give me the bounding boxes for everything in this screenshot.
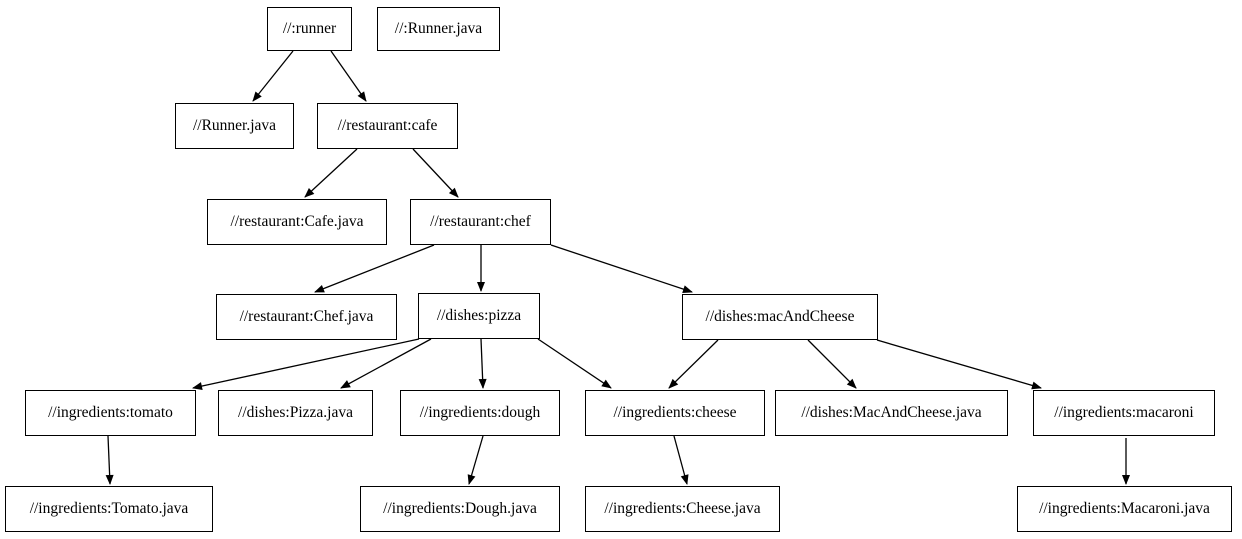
graph-node-cheese: //ingredients:cheese [585,390,765,436]
node-label: //ingredients:macaroni [1054,404,1194,422]
graph-node-dough: //ingredients:dough [400,390,560,436]
node-label: //restaurant:Cafe.java [230,213,364,231]
edge-runner-to-runner-java [252,50,294,102]
node-label: //ingredients:Dough.java [383,500,537,518]
edge-pizza-to-tomato [192,338,420,391]
node-label: //dishes:pizza [436,307,522,325]
edge-mac-and-cheese-to-macaroni [876,339,1042,390]
edge-runner-to-cafe [330,50,367,102]
edge-pizza-to-dough [478,338,487,389]
node-label: //ingredients:tomato [48,404,173,422]
graph-node-runner-java-file: //:Runner.java [377,7,500,51]
graph-node-mac-and-cheese-java: //dishes:MacAndCheese.java [775,390,1008,436]
graph-node-runner: //:runner [267,7,352,51]
graph-node-cafe-java: //restaurant:Cafe.java [207,199,387,245]
node-label: //:runner [282,20,337,38]
graph-node-chef: //restaurant:chef [410,199,551,245]
node-label: //ingredients:Tomato.java [29,500,189,518]
edge-pizza-to-cheese [537,338,612,389]
edge-mac-and-cheese-to-mac-and-cheese-java [807,339,857,389]
node-label: //ingredients:Cheese.java [604,500,761,518]
graph-node-pizza-java: //dishes:Pizza.java [218,390,373,436]
graph-node-tomato-java: //ingredients:Tomato.java [5,486,213,532]
node-label: //restaurant:Chef.java [239,308,374,326]
edge-group [105,50,1130,485]
edge-cheese-to-cheese-java [673,435,689,485]
node-label: //:Runner.java [394,20,483,38]
edge-cafe-to-cafe-java [304,148,358,198]
graph-node-macaroni-java: //ingredients:Macaroni.java [1017,486,1232,532]
edge-dough-to-dough-java [467,435,484,485]
edge-pizza-to-pizza-java [340,338,432,389]
node-label: //dishes:macAndCheese [705,308,855,326]
node-label: //Runner.java [192,117,277,135]
graph-node-cheese-java: //ingredients:Cheese.java [585,486,780,532]
edge-chef-to-chef-java [314,244,435,293]
edge-mac-and-cheese-to-cheese [668,339,719,389]
graph-node-tomato: //ingredients:tomato [25,390,196,436]
edge-chef-to-mac-and-cheese [550,244,693,293]
edge-cafe-to-chef [412,148,459,198]
graph-node-macaroni: //ingredients:macaroni [1033,390,1215,436]
graph-node-cafe: //restaurant:cafe [317,103,458,149]
graph-node-runner-java: //Runner.java [175,103,294,149]
graph-node-dough-java: //ingredients:Dough.java [360,486,560,532]
node-label: //ingredients:cheese [613,404,737,422]
node-label: //ingredients:dough [419,404,541,422]
edge-tomato-to-tomato-java [105,435,114,485]
graph-node-mac-and-cheese: //dishes:macAndCheese [682,294,878,340]
node-label: //restaurant:cafe [337,117,438,135]
node-label: //restaurant:chef [430,213,531,231]
node-label: //ingredients:Macaroni.java [1039,500,1210,518]
node-label: //dishes:Pizza.java [238,404,353,422]
graph-node-pizza: //dishes:pizza [418,293,540,339]
graph-node-chef-java: //restaurant:Chef.java [216,294,397,340]
node-label: //dishes:MacAndCheese.java [801,404,982,422]
